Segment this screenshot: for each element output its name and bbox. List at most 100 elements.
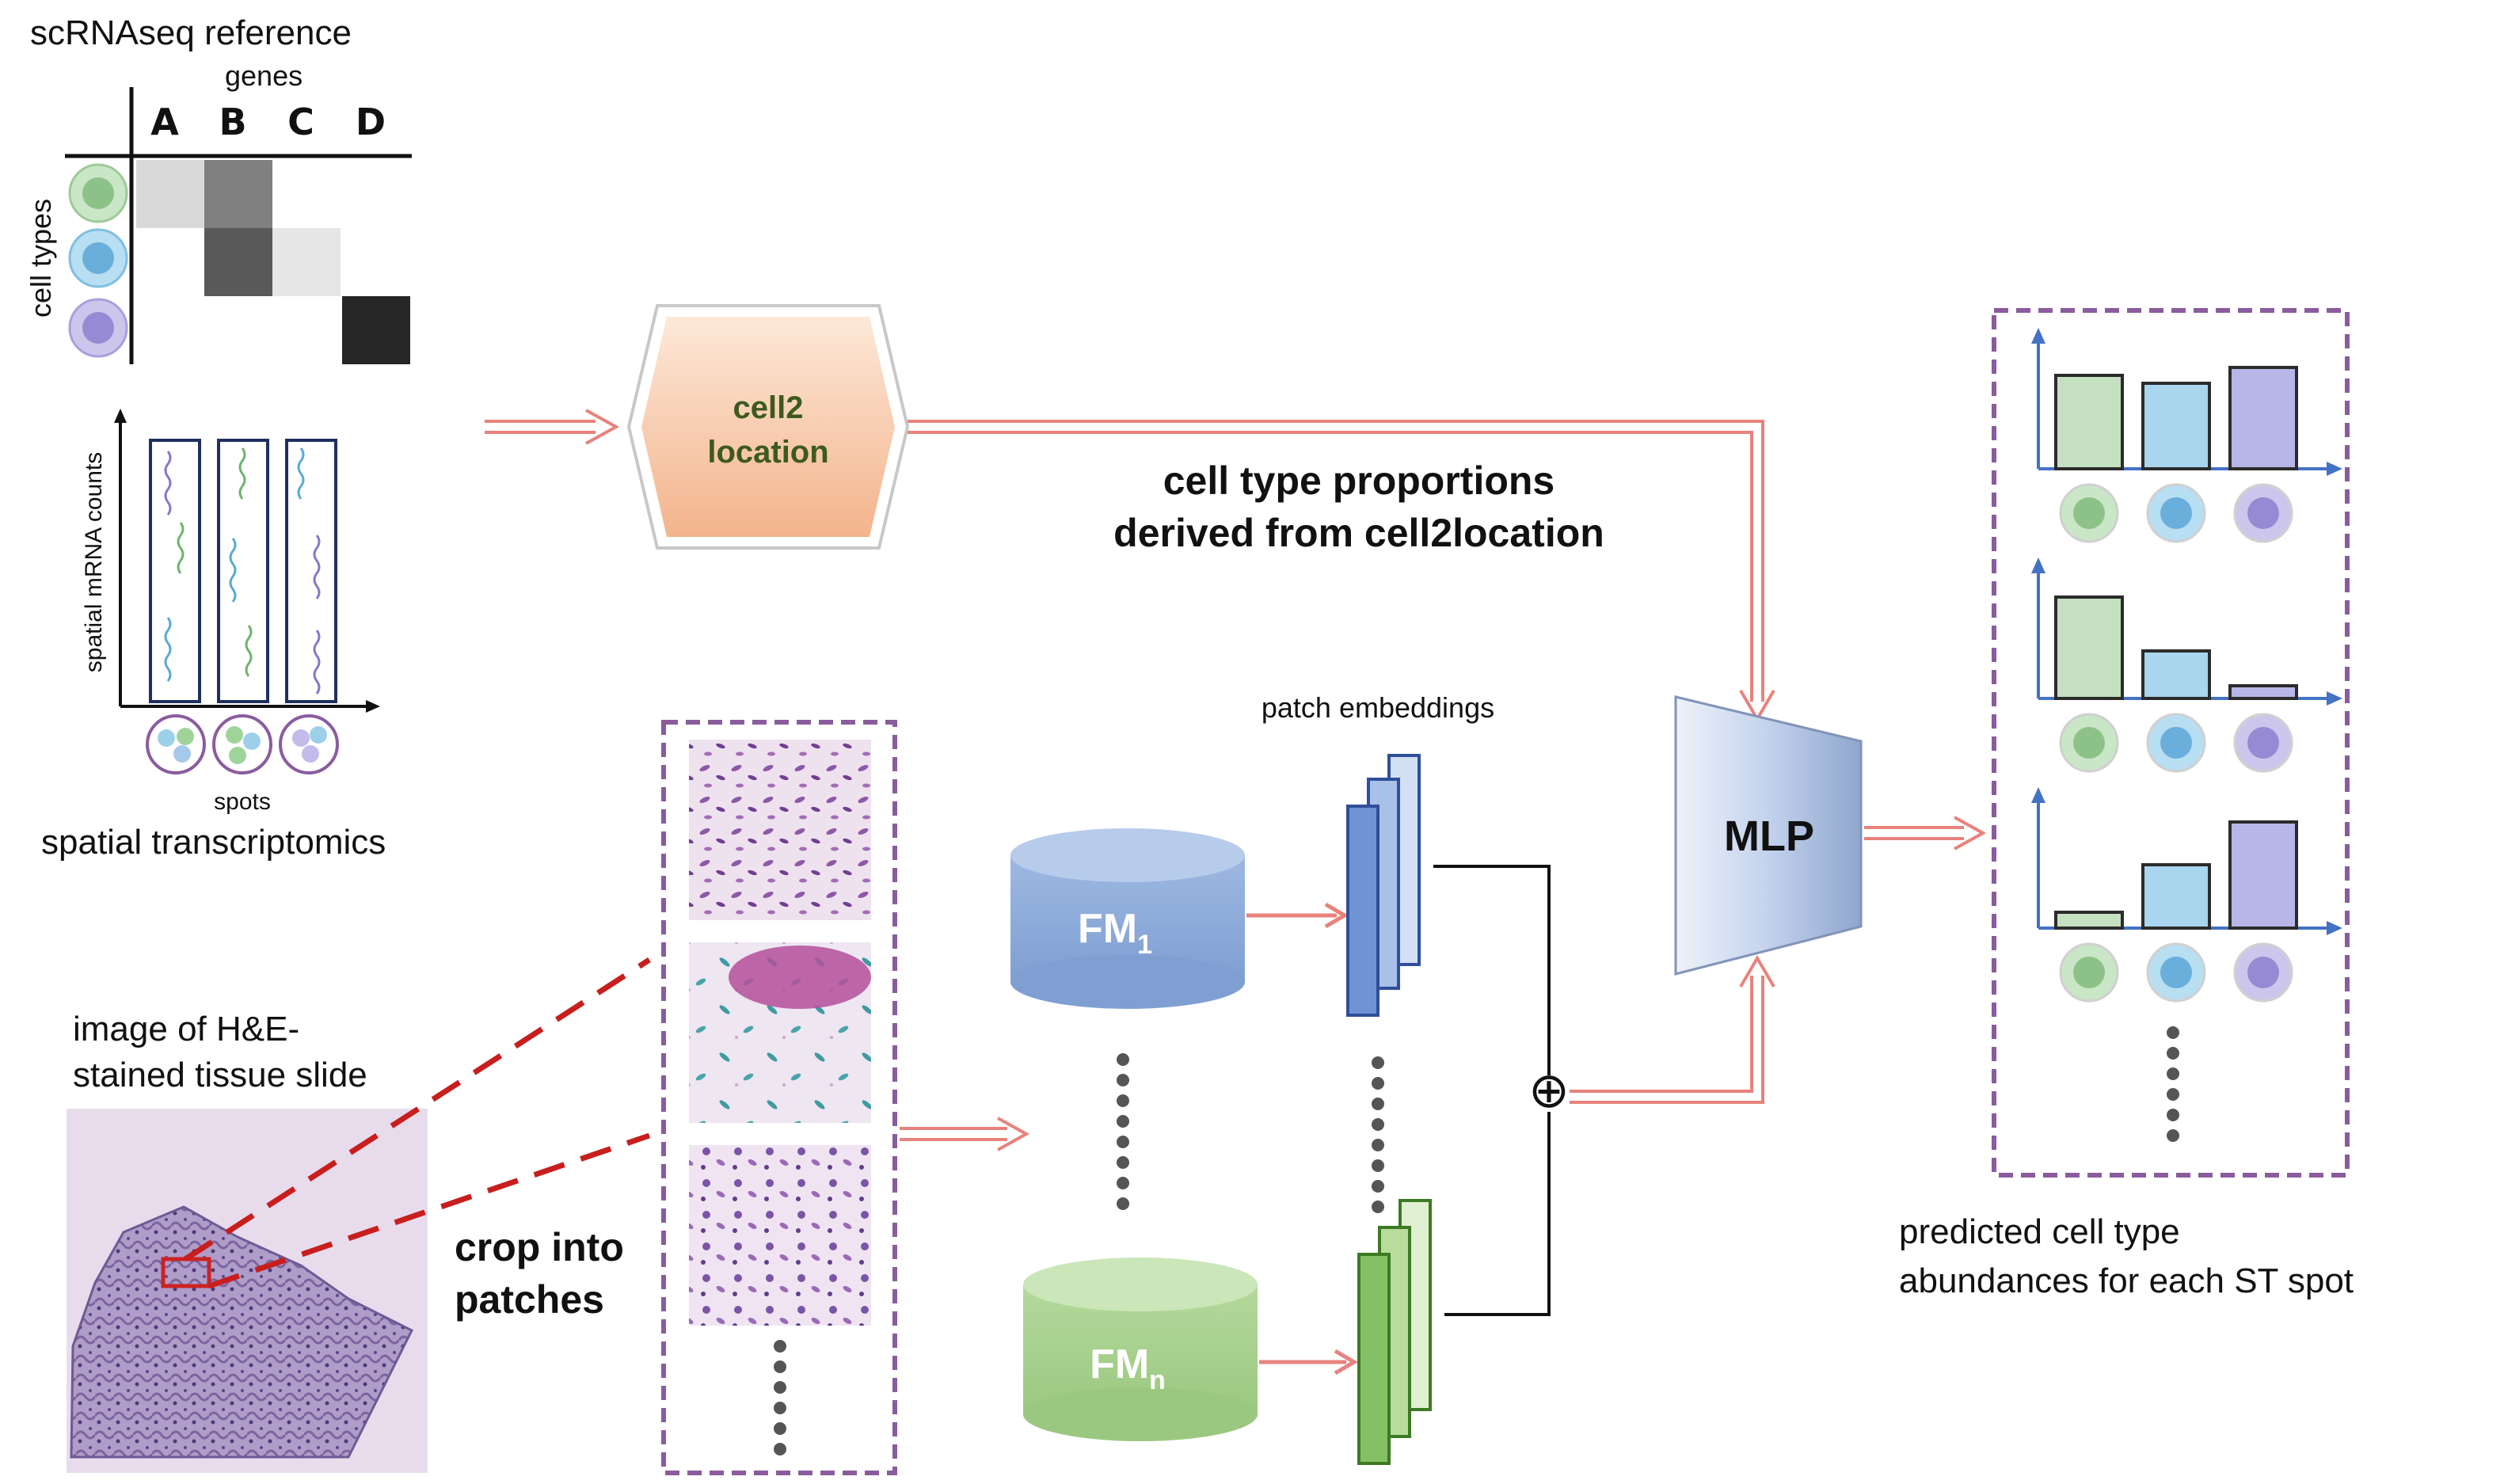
genes-label: genes [225,59,303,92]
cell-type-purple-icon [68,298,128,358]
output-cell-nucleus [2160,957,2192,988]
gene-column-b: B [219,101,246,143]
output-ellipsis-dots [2167,1026,2179,1142]
arrow-fmn-to-embeddings [1259,1349,1358,1376]
mrna-squiggle [313,535,321,599]
fmn-embedding-stack [1357,1199,1432,1465]
spot-column-3 [285,439,337,703]
he-caption-line2: stained tissue slide [73,1056,367,1094]
output-bar [2141,863,2211,930]
arrow-mlp-to-output [1864,816,1987,850]
output-charts [2031,328,2342,1003]
he-slide-panel: image of H&E- stained tissue slide [67,1010,428,1473]
output-bar [2141,382,2211,470]
mrna-squiggle [313,630,321,694]
output-bar [2054,596,2124,700]
crop-label-line2: patches [455,1277,604,1322]
output-cell-nucleus [2073,727,2105,759]
output-bar [2228,684,2298,700]
he-caption-line1: image of H&E- [73,1010,299,1048]
embeddings-ellipsis-dots [1372,1056,1384,1213]
fm1-embedding-stack [1346,754,1421,1017]
output-bar [2141,649,2211,700]
arrow-patches-to-models [900,1117,1030,1151]
cell2location-label-line1: cell2 [733,390,804,425]
gene-column-d: D [356,101,386,143]
proportions-label-line2: derived from cell2location [1113,511,1604,555]
scrna-reference-panel: scRNAseq reference genes A B C D cell ty… [25,13,412,364]
output-chart-x-arrowhead [2327,691,2342,706]
output-cell-nucleus [2247,727,2279,759]
spatial-y-arrowhead [114,409,127,423]
fm1-label: FM1 [1078,906,1152,960]
mrna-squiggle [164,451,172,516]
output-bar [2054,911,2124,930]
cell2location-label-line2: location [707,435,828,470]
mrna-squiggle [238,447,246,500]
cell2location-hexagon: cell2 location [626,304,910,550]
mrna-squiggle [229,538,237,603]
tissue-patch-2-stain [729,946,871,1009]
models-ellipsis-dots [1117,1053,1129,1210]
gene-column-c: C [287,101,314,143]
matrix-cell-3d [342,296,410,364]
patches-ellipsis-dots [774,1340,786,1455]
mrna-squiggle [177,522,185,574]
mlp-label: MLP [1724,812,1814,860]
spot-circle-icon [146,714,206,774]
mrna-squiggle [297,447,305,500]
mlp-block: MLP [1674,695,1863,976]
output-chart-x-arrowhead [2327,462,2342,476]
output-caption-line1: predicted cell type [1899,1212,2180,1251]
cell-type-blue-icon [68,228,128,288]
spot-circle-icon [279,714,339,774]
output-bar [2054,374,2124,470]
arrow-fm1-to-embeddings [1246,902,1349,929]
arrow-concat-to-mlp [1570,955,1775,1104]
scrna-title: scRNAseq reference [30,13,352,52]
spatial-caption: spatial transcriptomics [41,823,386,862]
crop-label-line1: crop into [455,1225,624,1269]
matrix-cell-2c [272,228,341,296]
fmn-label: FMn [1090,1341,1166,1395]
spot-column-1 [149,439,201,703]
fm1-cylinder: FM1 [1010,828,1245,1009]
output-bar [2228,820,2298,930]
zoom-dashed-lines [184,957,651,1289]
spatial-x-arrowhead [366,700,380,713]
output-bar [2228,366,2298,470]
output-cell-nucleus [2160,497,2192,529]
arrow-to-cell2location [485,409,620,445]
output-caption-line2: abundances for each ST spot [1899,1261,2354,1300]
tissue-patch-1 [689,740,871,920]
output-cell-nucleus [2073,957,2105,988]
mrna-squiggle [164,617,172,682]
tissue-patch-3 [689,1145,871,1326]
embedding-connectors [1433,865,1551,1316]
output-box [1992,308,2350,1178]
concat-symbol: ⊕ [1528,1064,1570,1118]
spot-column-2 [217,439,269,703]
fmn-cylinder: FMn [1023,1258,1258,1441]
cell-type-green-icon [68,163,128,223]
output-chart-y-arrowhead [2031,557,2045,573]
matrix-cell-1a [136,160,204,228]
spatial-y-label: spatial mRNA counts [81,452,107,672]
output-cell-nucleus [2247,957,2279,988]
cell-types-label: cell types [25,199,57,318]
output-cell-nucleus [2247,497,2279,529]
spots-label: spots [214,789,271,815]
matrix-cell-2b [204,228,272,296]
proportions-label-line1: cell type proportions [1163,459,1555,503]
spot-circle-icon [212,714,272,774]
output-cell-nucleus [2160,727,2192,759]
output-cell-nucleus [2073,497,2105,529]
output-chart-y-arrowhead [2031,328,2045,344]
output-chart-x-arrowhead [2327,921,2342,935]
spatial-transcriptomics-panel: spatial mRNA counts spots spatial transc… [41,409,386,862]
mrna-squiggle [245,625,253,677]
output-chart-y-arrowhead [2031,787,2045,803]
patches-box [661,720,897,1475]
matrix-cell-1b [204,160,272,228]
